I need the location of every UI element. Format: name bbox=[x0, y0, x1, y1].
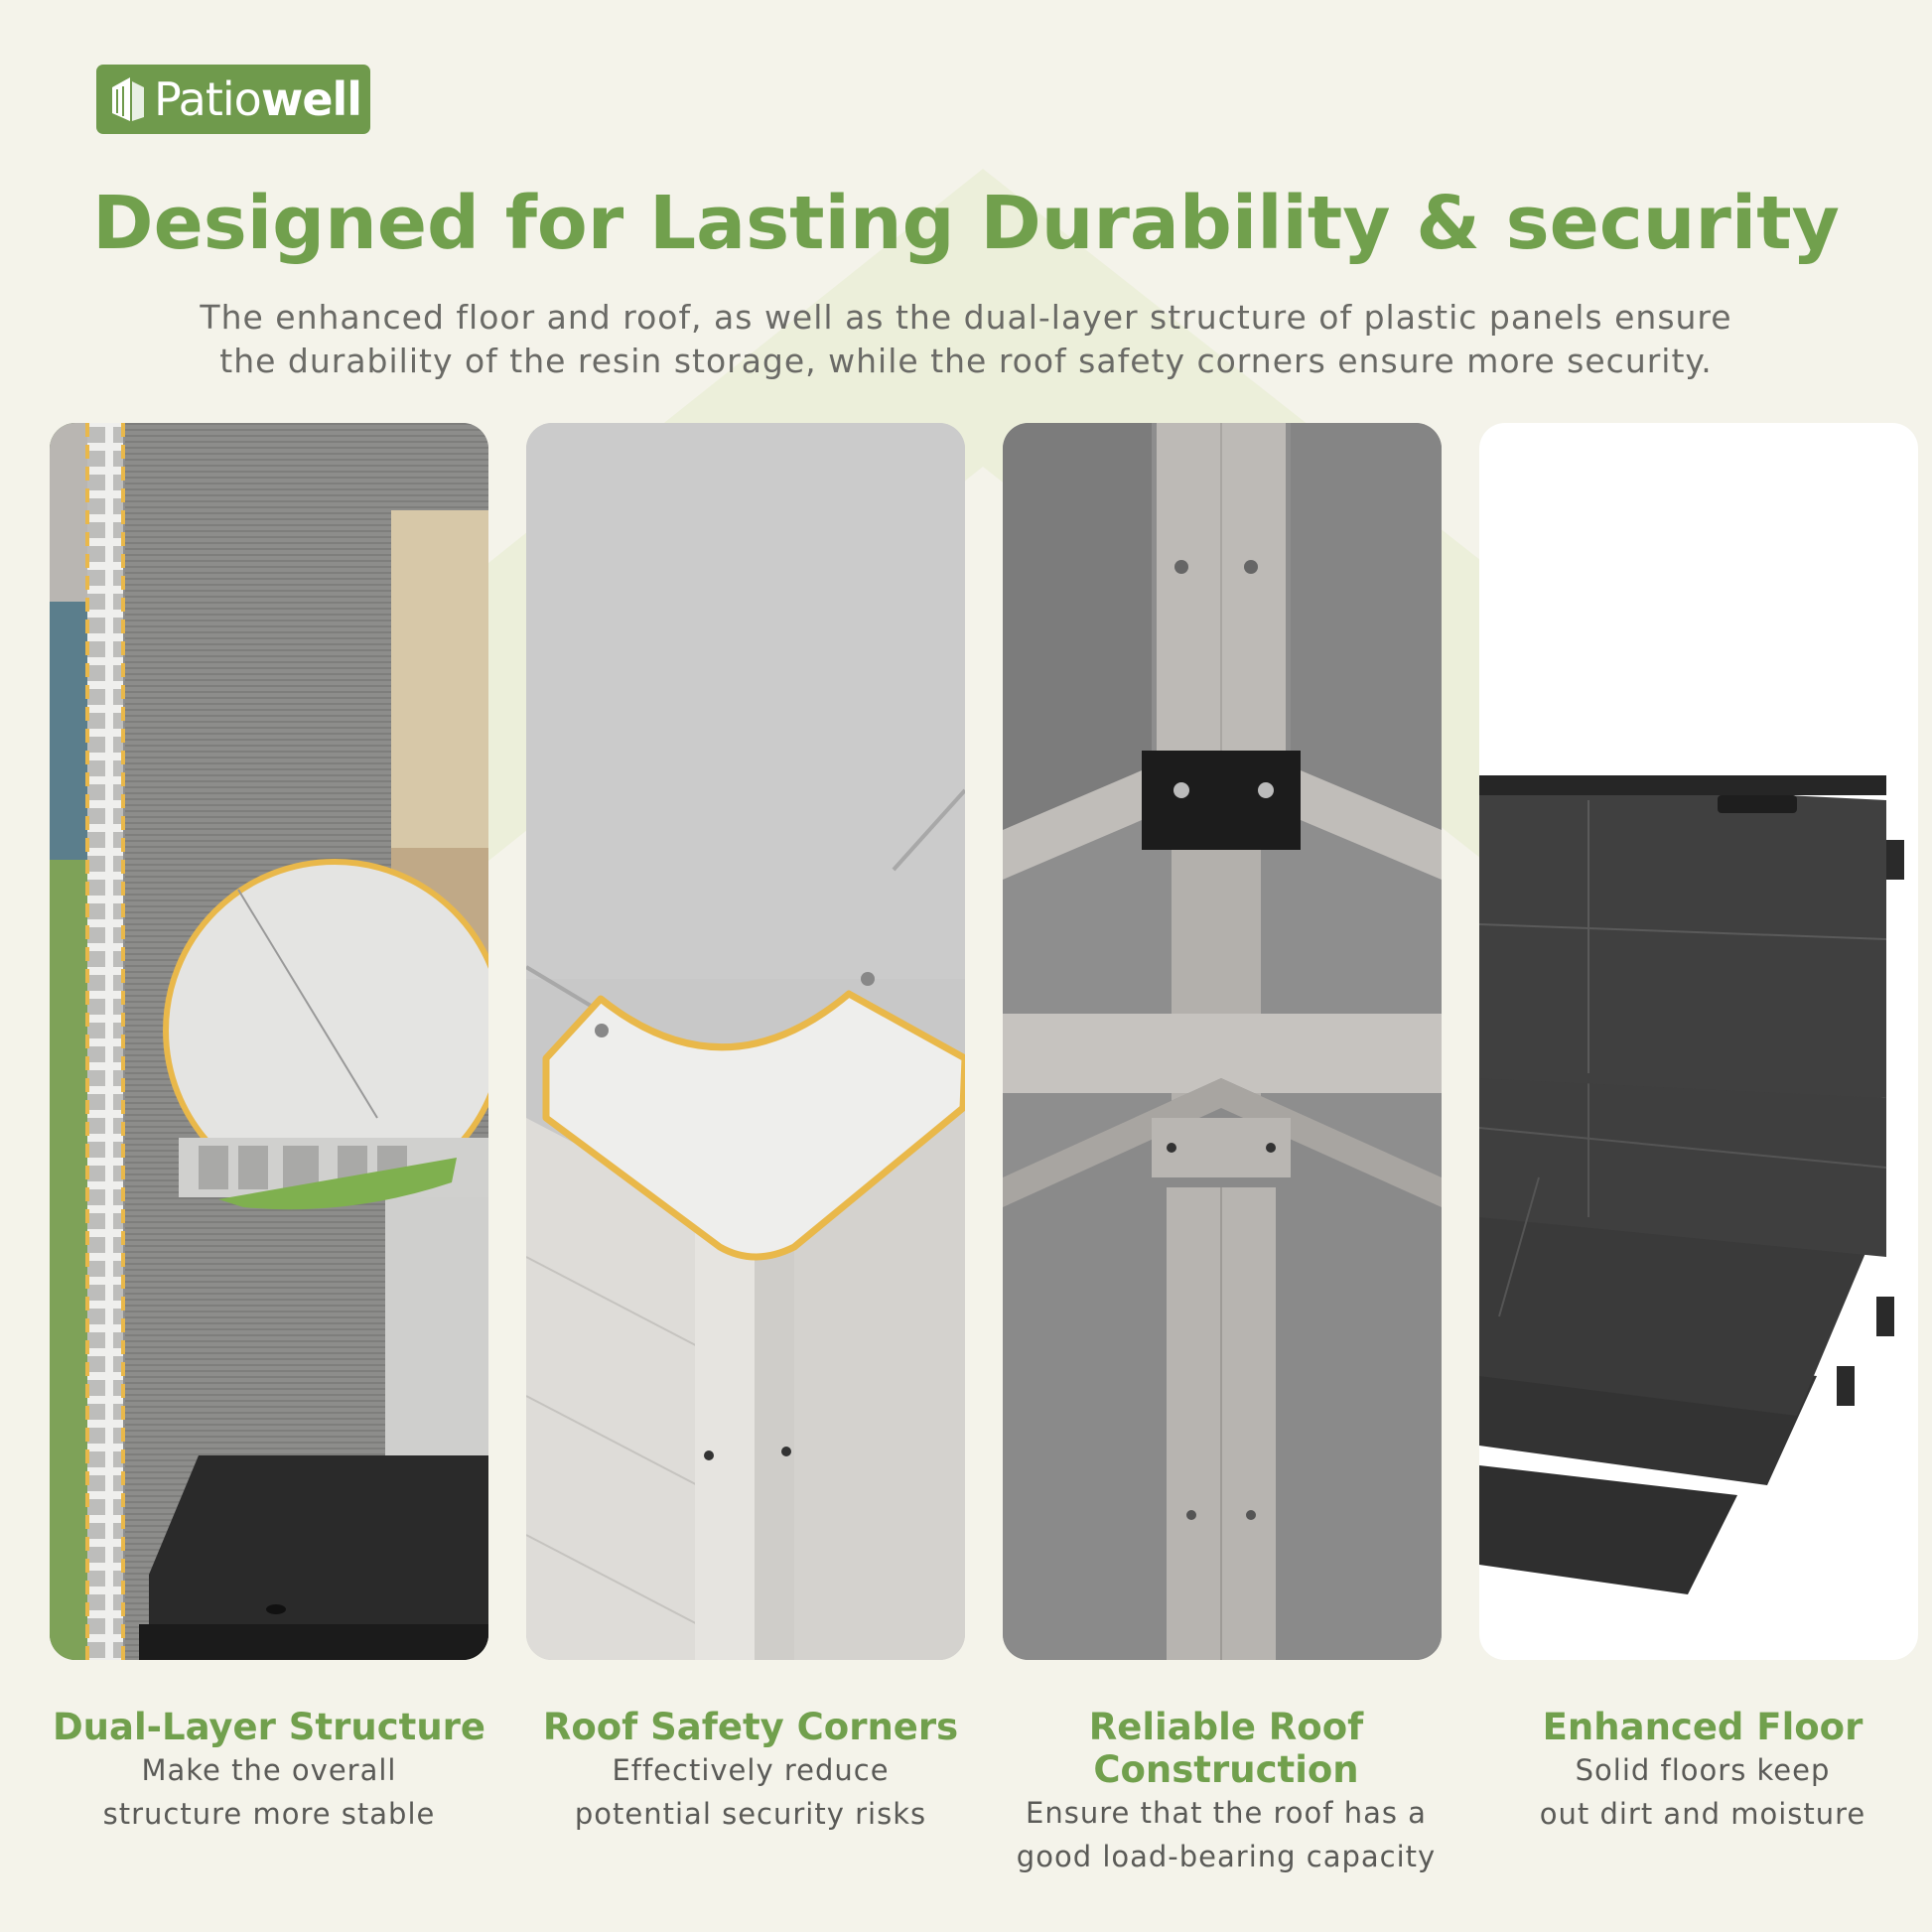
subtitle-line-2: the durability of the resin storage, whi… bbox=[219, 342, 1713, 380]
brand-name-light: Patio bbox=[154, 72, 262, 126]
feature-image-dual-layer bbox=[50, 423, 488, 1660]
brand-logo: Patiowell bbox=[96, 65, 370, 134]
feature-title-line-2: Construction bbox=[1093, 1748, 1359, 1791]
feature-title-line-1: Reliable Roof bbox=[1088, 1706, 1364, 1748]
feature-image-roof-construction bbox=[1003, 423, 1442, 1660]
feature-caption-dual-layer: Dual-Layer Structure Make the overall st… bbox=[41, 1706, 497, 1836]
feature-title: Enhanced Floor bbox=[1542, 1706, 1863, 1748]
feature-desc-line-2: out dirt and moisture bbox=[1539, 1797, 1866, 1831]
brand-name-bold: well bbox=[260, 72, 362, 126]
feature-desc-line-2: structure more stable bbox=[102, 1797, 436, 1831]
brand-name: Patiowell bbox=[154, 76, 362, 122]
page-subtitle: The enhanced floor and roof, as well as … bbox=[149, 296, 1783, 383]
feature-desc-line-1: Make the overall bbox=[141, 1753, 397, 1787]
feature-desc-line-2: good load-bearing capacity bbox=[1016, 1840, 1437, 1873]
feature-image-enhanced-floor bbox=[1479, 423, 1918, 1660]
feature-caption-enhanced-floor: Enhanced Floor Solid floors keep out dir… bbox=[1474, 1706, 1931, 1836]
feature-caption-roof-construction: Reliable Roof Construction Ensure that t… bbox=[998, 1706, 1454, 1878]
feature-desc-line-1: Effectively reduce bbox=[612, 1753, 890, 1787]
feature-image-roof-corners bbox=[526, 423, 965, 1660]
page-title: Designed for Lasting Durability & securi… bbox=[92, 181, 1840, 266]
feature-title: Roof Safety Corners bbox=[542, 1706, 959, 1748]
subtitle-line-1: The enhanced floor and roof, as well as … bbox=[200, 298, 1732, 337]
feature-title: Dual-Layer Structure bbox=[52, 1706, 486, 1748]
feature-desc-line-1: Ensure that the roof has a bbox=[1026, 1796, 1427, 1830]
feature-caption-roof-corners: Roof Safety Corners Effectively reduce p… bbox=[522, 1706, 979, 1836]
patiowell-logo-icon bbox=[112, 77, 144, 121]
feature-desc-line-2: potential security risks bbox=[574, 1797, 927, 1831]
feature-desc-line-1: Solid floors keep bbox=[1575, 1753, 1831, 1787]
